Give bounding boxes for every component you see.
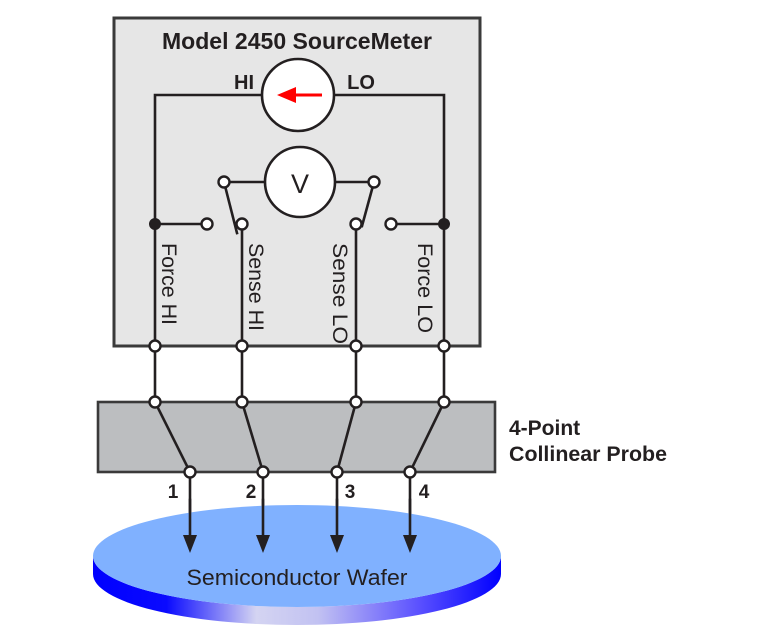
sense-hi-switch-arm <box>222 180 239 235</box>
terminal-label-force-hi: Force HI <box>157 243 180 325</box>
current-source: HI LO <box>234 57 375 133</box>
force-hi-junction <box>149 218 161 230</box>
force-hi-wire <box>153 93 264 348</box>
probe-input-1 <box>148 395 162 409</box>
force-lo-wire <box>332 93 446 348</box>
probe-path-4 <box>408 400 446 474</box>
instrument-output-sense-hi <box>235 339 249 353</box>
probe-path-1 <box>153 400 192 474</box>
four-point-probe: 4-Point Collinear Probe <box>96 400 667 474</box>
force-lo-junction <box>438 218 450 230</box>
voltmeter-left-contact <box>217 175 231 189</box>
pin-number-3: 3 <box>345 482 356 503</box>
probe-input-2 <box>235 395 249 409</box>
force-hi-switch-contact <box>200 217 214 231</box>
voltmeter-right-contact <box>367 175 381 189</box>
terminal-label-force-lo: Force LO <box>413 243 436 333</box>
source-hi-label: HI <box>234 72 254 94</box>
sense-lo-switch-contact <box>349 217 363 231</box>
wafer-edge <box>93 556 501 625</box>
force-lo-switch-contact <box>384 217 398 231</box>
needle-4-arrow-icon <box>403 535 417 553</box>
current-direction-arrow-icon <box>277 87 296 103</box>
probe-input-4 <box>437 395 451 409</box>
terminal-label-sense-hi: Sense HI <box>244 243 267 331</box>
probe-pin-3 <box>330 465 344 479</box>
pin-numbers: 1 2 3 4 <box>168 482 430 503</box>
probe-path-2 <box>240 400 265 474</box>
sense-hi-switch-contact <box>235 217 249 231</box>
needle-1-arrow-icon <box>183 535 197 553</box>
needle-2-arrow-icon <box>256 535 270 553</box>
needle-3-arrow-icon <box>330 535 344 553</box>
pin-number-4: 4 <box>419 482 430 503</box>
wafer-top-surface <box>93 505 501 607</box>
probe-label-line-1: 4-Point <box>509 417 580 440</box>
source-lo-label: LO <box>347 72 375 94</box>
probe-pin-1 <box>183 465 197 479</box>
voltmeter-circle <box>263 145 337 219</box>
probe-label-line-2: Collinear Probe <box>509 443 667 466</box>
probe-pin-4 <box>403 465 417 479</box>
probe-cables <box>153 344 446 404</box>
connection-points <box>148 339 451 479</box>
wafer-label: Semiconductor Wafer <box>187 565 408 590</box>
sourcemeter-instrument: Model 2450 SourceMeter HI LO V <box>112 16 482 348</box>
instrument-output-sense-lo <box>349 339 363 353</box>
terminal-label-sense-lo: Sense LO <box>328 243 351 344</box>
instrument-title: Model 2450 SourceMeter <box>162 28 432 54</box>
semiconductor-wafer: Semiconductor Wafer <box>93 505 501 625</box>
probe-body <box>96 400 497 474</box>
probe-input-3 <box>349 395 363 409</box>
voltmeter-label: V <box>291 169 309 199</box>
pin-number-1: 1 <box>168 482 179 503</box>
instrument-output-force-hi <box>148 339 162 353</box>
probe-pin-2 <box>256 465 270 479</box>
needle-tips <box>183 498 417 553</box>
probe-path-3 <box>335 400 358 474</box>
instrument-output-force-lo <box>437 339 451 353</box>
pin-number-2: 2 <box>246 482 257 503</box>
sense-lo-switch-arm <box>360 180 376 228</box>
